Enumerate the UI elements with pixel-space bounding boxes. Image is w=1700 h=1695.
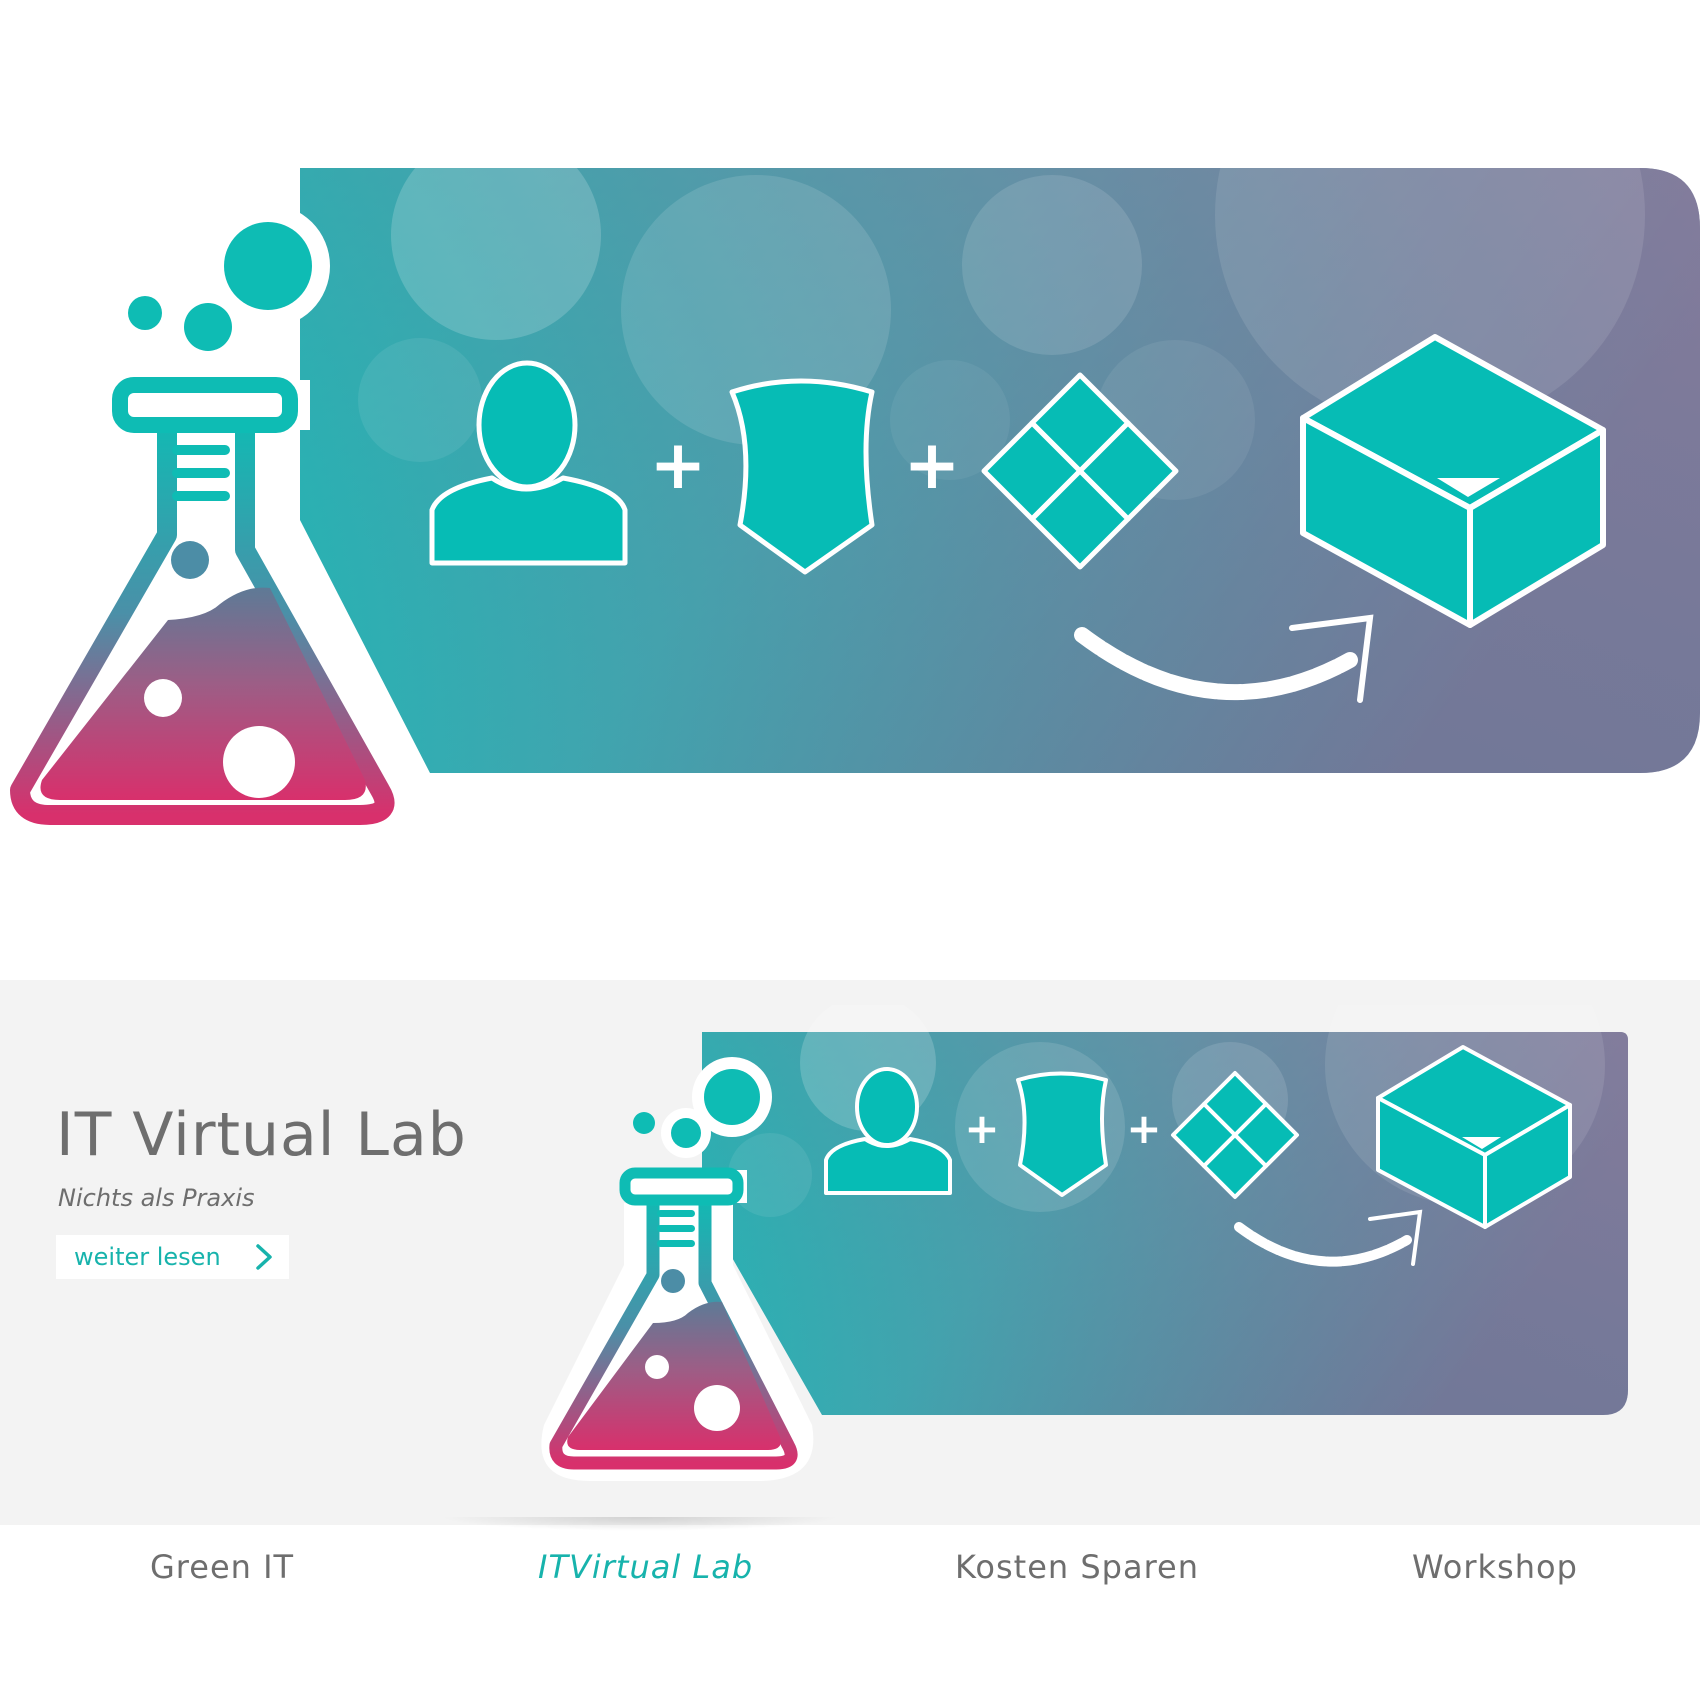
nav-item-green-it[interactable]: Green IT bbox=[150, 1548, 295, 1586]
plus-sign-1: + bbox=[650, 426, 707, 505]
nav-item-kosten-sparen[interactable]: Kosten Sparen bbox=[955, 1548, 1199, 1586]
slide-arrow-icon bbox=[1234, 1209, 1423, 1267]
slide-plus-sign-2: + bbox=[1126, 1104, 1161, 1153]
chevron-right-icon bbox=[256, 1244, 272, 1270]
slider-nav bbox=[0, 1525, 1700, 1625]
shield-icon bbox=[729, 378, 875, 575]
slide-user-icon bbox=[824, 1067, 952, 1195]
slide-windows-logo-icon bbox=[1171, 1071, 1299, 1199]
nav-item-workshop[interactable]: Workshop bbox=[1412, 1548, 1578, 1586]
arrow-icon bbox=[1074, 614, 1374, 703]
slide-title: IT Virtual Lab bbox=[56, 1100, 467, 1170]
user-icon bbox=[429, 360, 628, 566]
box-icon bbox=[1300, 334, 1606, 628]
slide-illustration: + + bbox=[541, 1005, 1628, 1481]
slide-shield-icon bbox=[1016, 1071, 1108, 1197]
hero-illustration: + + bbox=[0, 168, 1700, 860]
flask-icon bbox=[0, 204, 417, 860]
read-more-button[interactable]: weiter lesen bbox=[56, 1235, 289, 1279]
slide-box-icon bbox=[1376, 1045, 1572, 1229]
slide-plus-sign-1: + bbox=[964, 1104, 999, 1153]
slide-subtitle: Nichts als Praxis bbox=[58, 1184, 255, 1212]
slide-caption: IT Virtual Lab Nichts als Praxis weiter … bbox=[56, 1100, 476, 1279]
slide-flask-icon bbox=[541, 1057, 814, 1481]
active-tab-shadow bbox=[440, 1517, 840, 1531]
plus-sign-2: + bbox=[904, 426, 961, 505]
windows-logo-icon bbox=[981, 372, 1179, 570]
read-more-label: weiter lesen bbox=[74, 1243, 221, 1271]
nav-item-it-virtual-lab[interactable]: ITVirtual Lab bbox=[538, 1548, 754, 1586]
